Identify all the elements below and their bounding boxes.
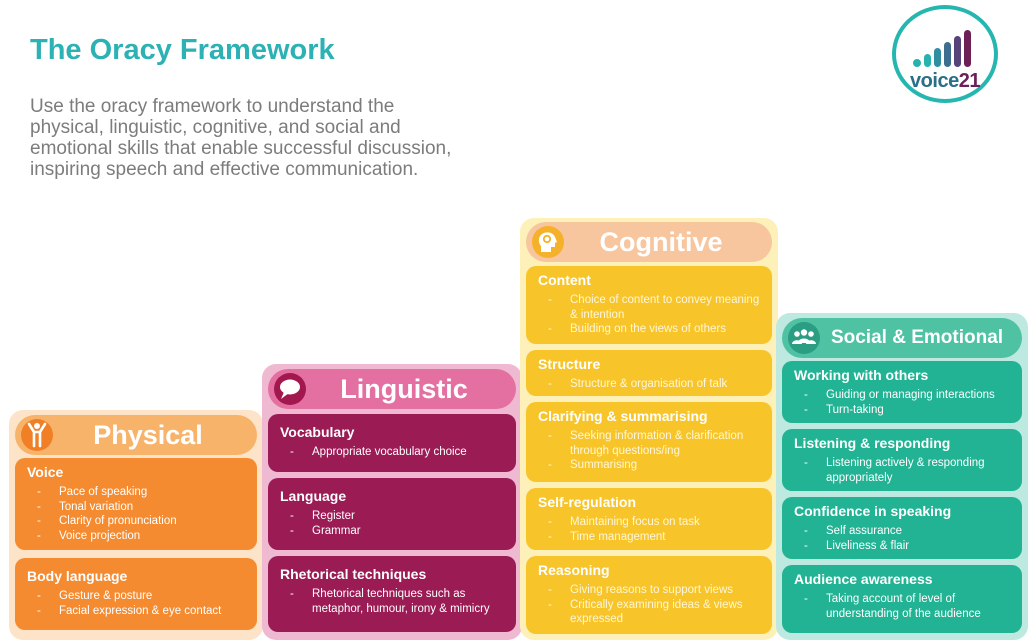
physical-header: Physical — [15, 415, 257, 455]
list-item: Turn-taking — [804, 403, 1010, 418]
list-item: Rhetorical techniques such as metaphor, … — [290, 587, 504, 616]
card-title: Rhetorical techniques — [280, 566, 427, 582]
list-item: Self assurance — [804, 524, 1010, 539]
logo-wordmark: voice21 — [896, 70, 994, 93]
list-item: Guiding or managing interactions — [804, 388, 1010, 403]
list-item: Structure & organisation of talk — [548, 377, 760, 392]
card-list: Rhetorical techniques such as metaphor, … — [280, 587, 504, 616]
list-item: Giving reasons to support views — [548, 583, 760, 598]
social-card-listening: Listening & responding Listening activel… — [782, 429, 1022, 491]
card-list: Gesture & posture Facial expression & ey… — [27, 589, 245, 618]
card-title: Self-regulation — [538, 494, 637, 510]
list-item: Liveliness & flair — [804, 539, 1010, 554]
physical-column: Physical Voice Pace of speaking Tonal va… — [9, 410, 263, 640]
list-item: Clarity of pronunciation — [37, 514, 245, 529]
person-icon — [21, 419, 53, 451]
card-title: Reasoning — [538, 562, 610, 578]
list-item: Critically examining ideas & views expre… — [548, 598, 760, 627]
list-item: Building on the views of others — [548, 322, 760, 337]
head-gear-icon — [532, 226, 564, 258]
signal-bars-icon — [913, 30, 971, 67]
card-title: Working with others — [794, 367, 929, 383]
linguistic-card-rhetorical: Rhetorical techniques Rhetorical techniq… — [268, 556, 516, 632]
list-item: Time management — [548, 530, 760, 545]
card-list: Self assurance Liveliness & flair — [794, 524, 1010, 553]
cognitive-card-content: Content Choice of content to convey mean… — [526, 266, 772, 344]
card-title: Structure — [538, 356, 601, 372]
list-item: Maintaining focus on task — [548, 515, 760, 530]
list-item: Appropriate vocabulary choice — [290, 445, 504, 460]
physical-card-body-language: Body language Gesture & posture Facial e… — [15, 558, 257, 630]
card-title: Vocabulary — [280, 424, 355, 440]
social-emotional-column: Social & Emotional Working with others G… — [776, 313, 1028, 640]
list-item: Tonal variation — [37, 500, 245, 515]
linguistic-card-vocabulary: Vocabulary Appropriate vocabulary choice — [268, 414, 516, 472]
physical-card-voice: Voice Pace of speaking Tonal variation C… — [15, 458, 257, 550]
page-title: The Oracy Framework — [30, 34, 335, 66]
card-title: Confidence in speaking — [794, 503, 952, 519]
cognitive-card-reasoning: Reasoning Giving reasons to support view… — [526, 556, 772, 634]
card-list: Choice of content to convey meaning & in… — [538, 293, 760, 337]
linguistic-card-language: Language Register Grammar — [268, 478, 516, 550]
social-card-audience: Audience awareness Taking account of lev… — [782, 565, 1022, 633]
card-list: Maintaining focus on task Time managemen… — [538, 515, 760, 544]
list-item: Facial expression & eye contact — [37, 604, 245, 619]
card-list: Register Grammar — [280, 509, 504, 538]
list-item: Choice of content to convey meaning & in… — [548, 293, 760, 322]
list-item: Voice projection — [37, 529, 245, 544]
cognitive-card-clarifying: Clarifying & summarising Seeking informa… — [526, 402, 772, 482]
linguistic-heading: Linguistic — [340, 374, 468, 404]
linguistic-column: Linguistic Vocabulary Appropriate vocabu… — [262, 364, 522, 640]
social-card-working-with-others: Working with others Guiding or managing … — [782, 361, 1022, 423]
list-item: Register — [290, 509, 504, 524]
linguistic-header: Linguistic — [268, 369, 516, 409]
card-list: Structure & organisation of talk — [538, 377, 760, 392]
group-icon — [788, 322, 820, 354]
card-list: Listening actively & responding appropri… — [794, 456, 1010, 485]
card-title: Audience awareness — [794, 571, 933, 587]
cognitive-card-self-regulation: Self-regulation Maintaining focus on tas… — [526, 488, 772, 550]
list-item: Grammar — [290, 524, 504, 539]
card-title: Content — [538, 272, 591, 288]
logo-number: 21 — [958, 70, 981, 92]
card-list: Pace of speaking Tonal variation Clarity… — [27, 485, 245, 543]
cognitive-card-structure: Structure Structure & organisation of ta… — [526, 350, 772, 396]
card-title: Listening & responding — [794, 435, 951, 451]
card-title: Body language — [27, 568, 128, 584]
card-title: Clarifying & summarising — [538, 408, 708, 424]
logo-word: voice — [910, 70, 959, 92]
physical-heading: Physical — [93, 420, 203, 450]
card-list: Seeking information & clarification thro… — [538, 429, 760, 473]
list-item: Pace of speaking — [37, 485, 245, 500]
social-header: Social & Emotional — [782, 318, 1022, 358]
card-list: Taking account of level of understanding… — [794, 592, 1010, 621]
cognitive-header: Cognitive — [526, 222, 772, 262]
social-card-confidence: Confidence in speaking Self assurance Li… — [782, 497, 1022, 559]
list-item: Seeking information & clarification thro… — [548, 429, 760, 458]
cognitive-column: Cognitive Content Choice of content to c… — [520, 218, 778, 640]
voice21-logo: voice21 — [892, 5, 998, 103]
card-list: Giving reasons to support views Critical… — [538, 583, 760, 627]
card-list: Guiding or managing interactions Turn-ta… — [794, 388, 1010, 417]
card-title: Language — [280, 488, 347, 504]
intro-text: Use the oracy framework to understand th… — [30, 96, 452, 180]
social-heading: Social & Emotional — [830, 327, 1004, 348]
list-item: Listening actively & responding appropri… — [804, 456, 1010, 485]
cognitive-heading: Cognitive — [599, 227, 723, 257]
list-item: Taking account of level of understanding… — [804, 592, 1010, 621]
speech-bubble-icon — [274, 373, 306, 405]
list-item: Summarising — [548, 458, 760, 473]
card-list: Appropriate vocabulary choice — [280, 445, 504, 460]
card-title: Voice — [27, 464, 64, 480]
list-item: Gesture & posture — [37, 589, 245, 604]
